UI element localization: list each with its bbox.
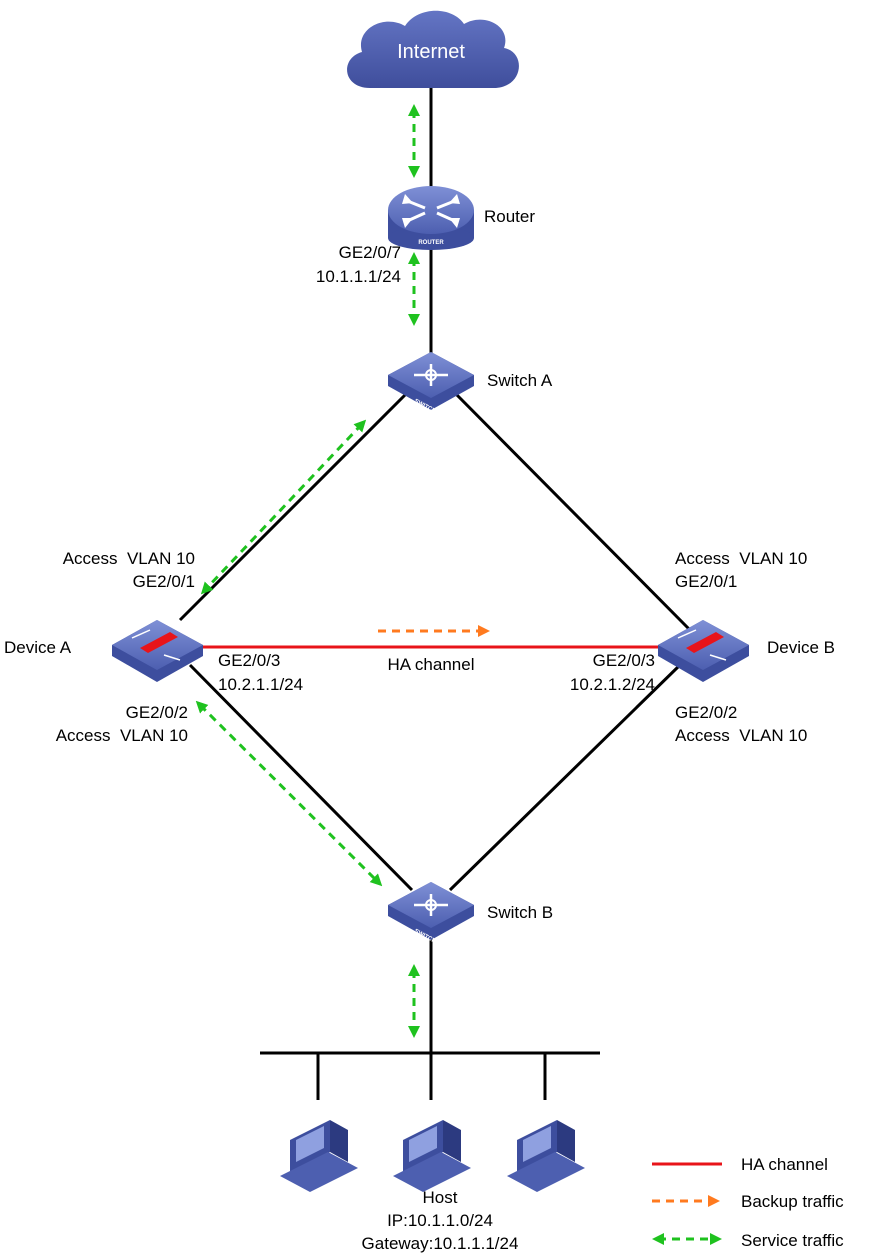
service-traffic-arrows xyxy=(195,104,420,1038)
device-a-label: Device A xyxy=(4,638,72,657)
switch-b-icon: SWITCH xyxy=(388,882,474,945)
link-device-b-switch-b xyxy=(448,663,682,892)
link-device-a-switch-b xyxy=(188,663,414,892)
device-b-ge2-label: GE2/0/2 xyxy=(675,703,737,722)
link-switch-a-device-b xyxy=(450,388,692,632)
router-icon: ROUTER xyxy=(388,186,474,250)
device-a-access-vlan-lower: Access VLAN 10 xyxy=(56,726,188,745)
host-computer-icon-1 xyxy=(280,1120,358,1192)
switch-a-icon: SWITCH xyxy=(388,352,474,415)
switch-b-label: Switch B xyxy=(487,903,553,922)
device-a-firewall-icon xyxy=(112,620,203,682)
device-a-access-vlan-upper: Access VLAN 10 xyxy=(63,549,195,568)
device-b-ge1-label: GE2/0/1 xyxy=(675,572,737,591)
device-b-firewall-icon xyxy=(658,620,749,682)
router-badge: ROUTER xyxy=(418,240,444,246)
host-ip-label: IP:10.1.1.0/24 xyxy=(387,1211,493,1230)
device-b-label: Device B xyxy=(767,638,835,657)
internet-cloud-icon xyxy=(347,10,519,88)
ha-channel-label: HA channel xyxy=(388,655,475,674)
device-b-access-vlan-lower: Access VLAN 10 xyxy=(675,726,807,745)
legend-ha-label: HA channel xyxy=(741,1155,828,1174)
service-arrow-device-a-switch-b xyxy=(195,700,383,887)
device-b-ge3-label: GE2/0/3 xyxy=(593,651,655,670)
device-a-ge2-label: GE2/0/2 xyxy=(126,703,188,722)
host-label: Host xyxy=(423,1188,458,1207)
router-label: Router xyxy=(484,207,535,226)
internet-label: Internet xyxy=(397,41,465,63)
device-b-access-vlan-upper: Access VLAN 10 xyxy=(675,549,807,568)
router-ip-label: 10.1.1.1/24 xyxy=(316,267,401,286)
legend: HA channel Backup traffic Service traffi… xyxy=(652,1155,844,1250)
device-a-ip3-label: 10.2.1.1/24 xyxy=(218,675,303,694)
host-gateway-label: Gateway:10.1.1.1/24 xyxy=(362,1234,519,1253)
link-switch-a-device-a xyxy=(178,388,412,622)
service-arrow-switch-a-device-a xyxy=(200,419,367,595)
legend-service-label: Service traffic xyxy=(741,1231,844,1250)
legend-backup-label: Backup traffic xyxy=(741,1192,844,1211)
device-b-ip3-label: 10.2.1.2/24 xyxy=(570,675,655,694)
device-a-ge3-label: GE2/0/3 xyxy=(218,651,280,670)
switch-a-label: Switch A xyxy=(487,371,553,390)
router-port-label: GE2/0/7 xyxy=(339,243,401,262)
device-a-ge1-label: GE2/0/1 xyxy=(133,572,195,591)
host-computer-icon-3 xyxy=(507,1120,585,1192)
host-computer-icon-2 xyxy=(393,1120,471,1192)
